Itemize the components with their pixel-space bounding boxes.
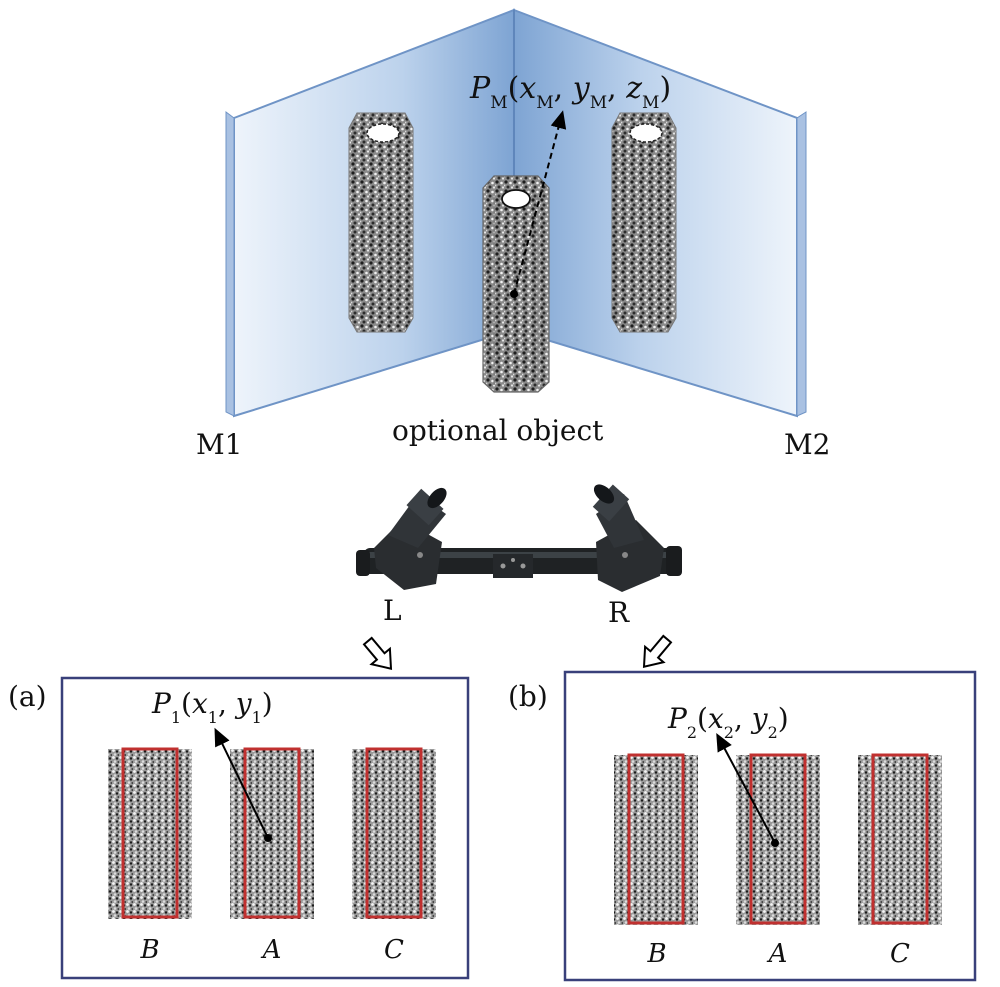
panel-b-label: (b) — [508, 680, 548, 713]
panel-a: (a) P1(x1, y1) B A C — [8, 676, 470, 980]
panel-a-view-b — [108, 747, 192, 919]
panel-a-view-a — [230, 747, 314, 919]
right-camera-arrow — [642, 634, 673, 669]
mirror-m1-label: M1 — [196, 428, 242, 461]
camera-right-label: R — [608, 596, 630, 629]
panel-b-view-a-label: A — [767, 939, 788, 969]
panel-a-view-a-label: A — [261, 935, 282, 965]
point-p1-arrow — [214, 727, 269, 839]
point-pm-label: PM(xM, yM, zM) — [469, 71, 671, 113]
camera-rig — [356, 484, 682, 592]
object-caption: optional object — [392, 414, 604, 447]
point-p2-arrow — [716, 732, 776, 844]
mirror-image-left — [348, 112, 414, 333]
point-p1-label: P1(x1, y1) — [151, 687, 273, 727]
left-camera — [374, 487, 447, 590]
panel-b-view-b-label: B — [646, 939, 666, 969]
panel-b: (b) P2(x2, y2) B A C — [508, 670, 977, 982]
panel-a-label: (a) — [8, 680, 47, 713]
panel-a-view-c — [352, 747, 436, 919]
camera-left-label: L — [383, 594, 402, 627]
panel-b-view-b — [614, 753, 698, 925]
panel-b-view-c-label: C — [890, 939, 910, 969]
panel-a-view-b-label: B — [139, 935, 159, 965]
mirror-image-right — [611, 112, 677, 333]
panel-a-view-c-label: C — [384, 935, 404, 965]
point-p2-label: P2(x2, y2) — [667, 702, 789, 742]
panel-b-view-a — [736, 753, 820, 925]
left-camera-arrow — [362, 636, 393, 671]
panel-b-view-c — [858, 753, 942, 925]
right-camera — [592, 484, 664, 592]
mirror-m2-label: M2 — [784, 428, 830, 461]
point-pm-arrow — [513, 110, 567, 295]
